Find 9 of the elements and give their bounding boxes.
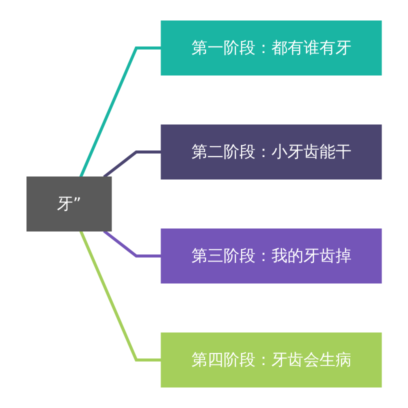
connector bbox=[79, 230, 162, 362]
node-box: 第三阶段：我的牙齿掉 bbox=[160, 228, 382, 284]
node-box: 第一阶段：都有谁有牙 bbox=[160, 20, 382, 76]
connector bbox=[79, 46, 162, 178]
node-box: 第二阶段：小牙齿能干 bbox=[160, 124, 382, 180]
connector bbox=[102, 230, 162, 258]
connector bbox=[102, 150, 162, 178]
node-box: 牙” bbox=[26, 176, 112, 232]
node-box: 第四阶段：牙齿会生病 bbox=[160, 332, 382, 388]
